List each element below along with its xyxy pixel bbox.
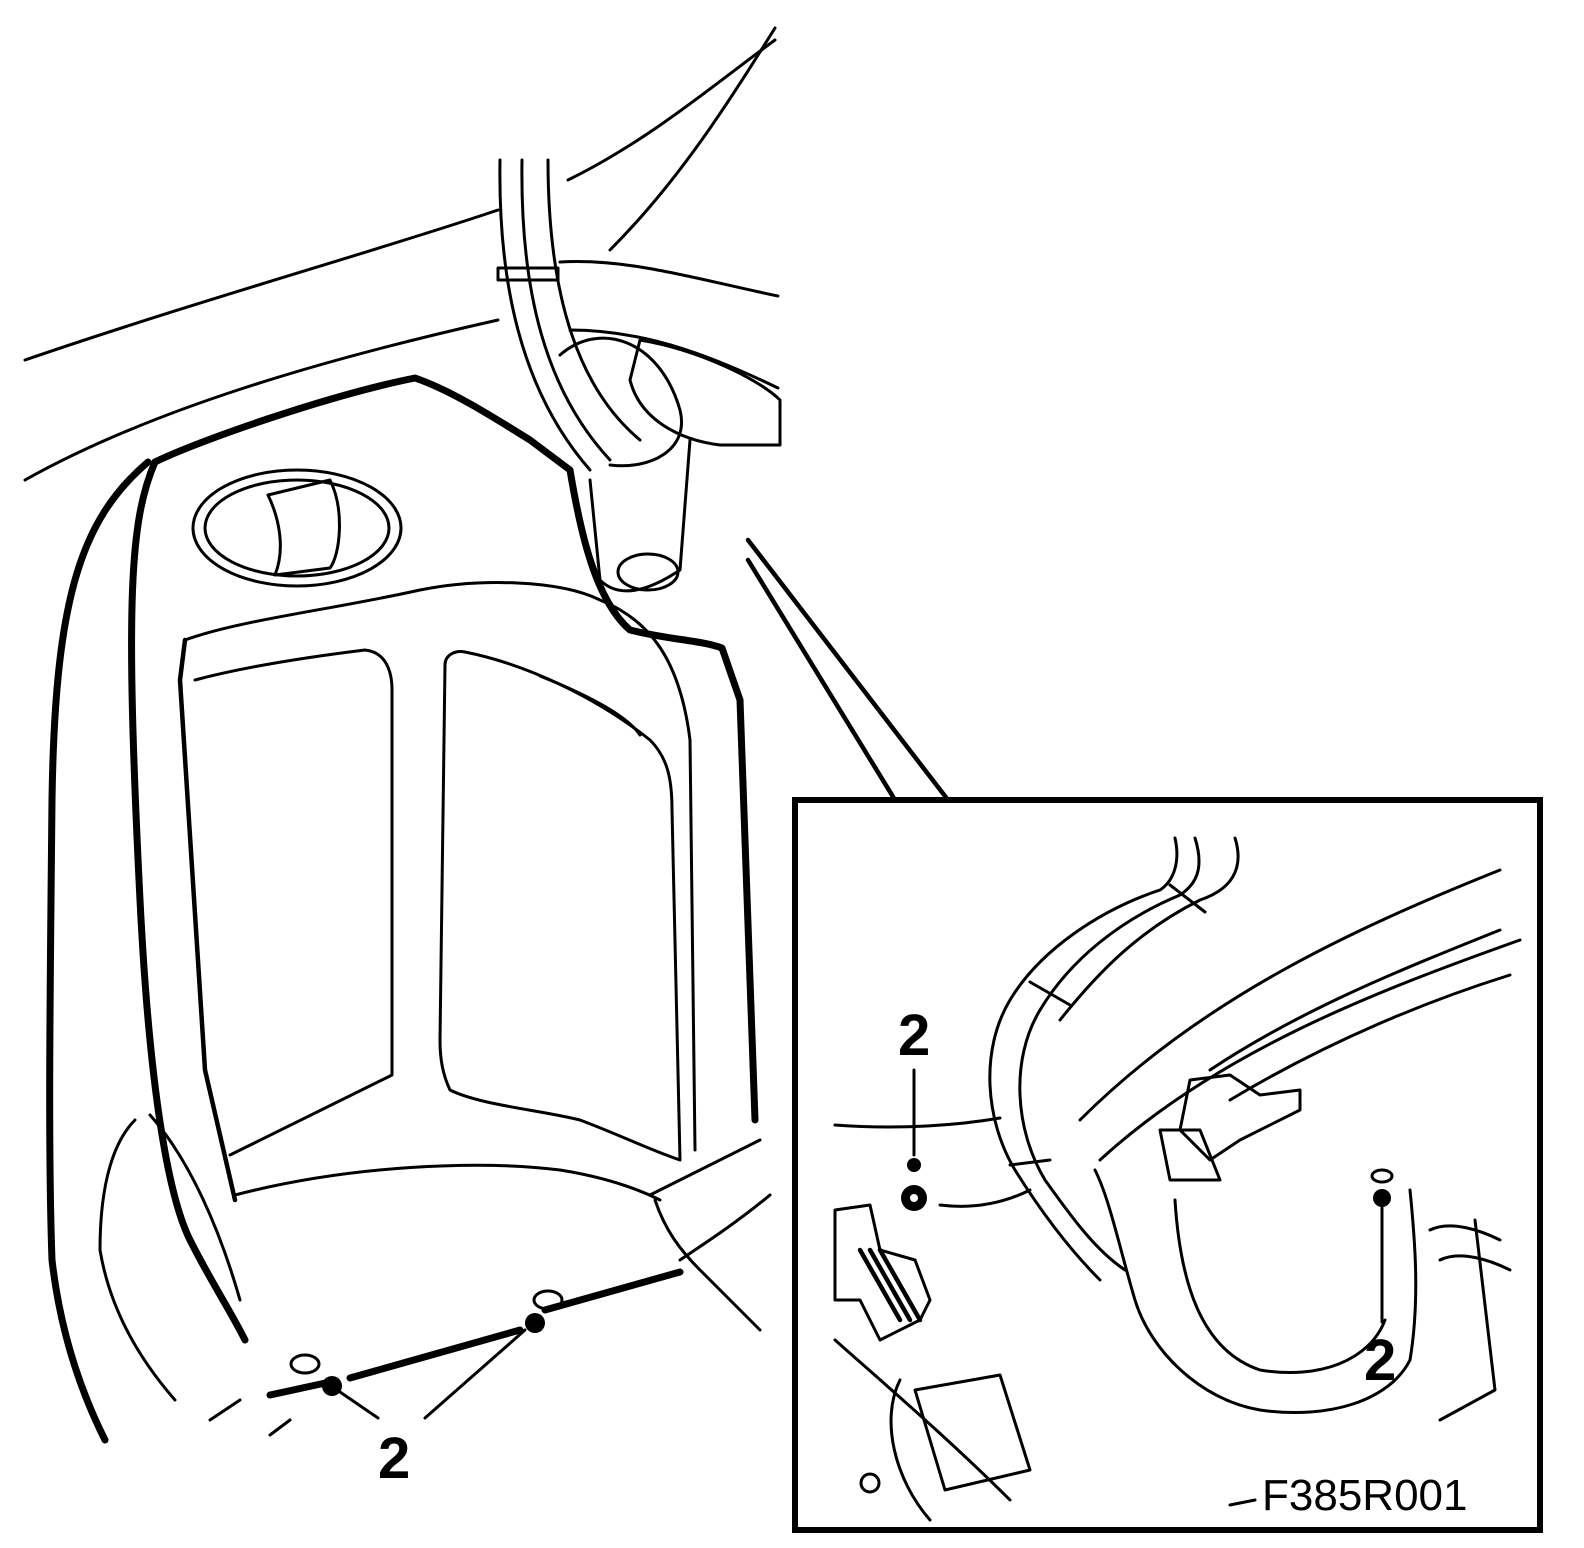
callout-inset-lower: 2 — [1364, 1328, 1396, 1393]
inset-harness-tie-2 — [1028, 980, 1072, 1007]
fastener-a — [322, 1376, 342, 1396]
inset-spring — [857, 1247, 923, 1323]
handle-recess — [191, 468, 403, 588]
inset-harness-1 — [988, 836, 1179, 1282]
inset-seat-inner — [1173, 1198, 1387, 1375]
inset-right-mechanism — [1428, 1218, 1512, 1422]
harness-strand-3 — [546, 158, 642, 442]
callout-main: 2 — [378, 1426, 410, 1491]
trim-bracket — [628, 338, 782, 447]
harness-tie — [496, 266, 560, 282]
inset-beam-bottom — [1098, 938, 1522, 1162]
inset-fastener-upper-ref — [907, 1158, 921, 1172]
inset-floor-contour — [833, 1338, 1012, 1522]
inset-hinge-detail — [1158, 1128, 1222, 1182]
inset-beam-inner — [1208, 928, 1512, 1102]
callout-inset-upper: 2 — [898, 1003, 930, 1068]
inner-frame — [183, 581, 697, 1152]
inset-fastener-upper-dot — [910, 1194, 918, 1202]
base-bracket — [648, 1138, 772, 1332]
inset-hinge — [1178, 1073, 1302, 1162]
floor-line — [208, 1398, 292, 1437]
inset-harness-tie-3 — [1008, 1158, 1052, 1167]
leader-line-a — [338, 1390, 380, 1420]
harness-strand-2 — [520, 158, 612, 462]
lower-panel-edge — [233, 1163, 662, 1202]
roof-contour-inner — [23, 318, 500, 482]
fastener-head-a — [289, 1353, 321, 1375]
zoom-line-lower — [745, 557, 898, 803]
inner-frame-left — [177, 637, 238, 1203]
inset-screw — [859, 1472, 881, 1494]
panel-left-edge — [128, 458, 249, 1344]
inset-view: 2 2 F385R001 — [792, 797, 1543, 1533]
inset-seat-back — [1093, 1168, 1418, 1414]
harness-loop — [558, 336, 683, 468]
inset-box — [913, 1373, 1032, 1492]
inset-upper-line — [833, 1116, 1002, 1129]
roof-contour-outer — [23, 208, 500, 362]
left-window — [193, 648, 394, 1157]
outer-left-contour — [46, 458, 152, 1444]
leader-line-b — [423, 1328, 527, 1420]
seat-contour — [98, 1113, 242, 1402]
figure-code-tick — [1228, 1498, 1257, 1507]
inset-fastener-lower-head — [1370, 1168, 1394, 1184]
inset-harness-tie-1 — [1168, 883, 1207, 914]
harness-strand-1 — [498, 158, 592, 472]
fastener-head-b — [532, 1289, 564, 1311]
recess-opening — [616, 552, 680, 592]
inset-beam-top — [1078, 868, 1502, 1122]
zoom-line-upper — [745, 537, 951, 803]
inset-harness-3 — [1058, 836, 1240, 1022]
right-window — [438, 650, 682, 1162]
base-lower-line — [266, 1268, 684, 1399]
pillar-top-line — [558, 260, 780, 298]
window-sweep — [538, 674, 642, 737]
panel-outline — [151, 374, 759, 1124]
figure-code: F385R001 — [1262, 1471, 1467, 1520]
fastener-b — [525, 1313, 545, 1333]
handle-recess-inner — [203, 478, 391, 578]
main-view: 2 — [23, 26, 951, 1491]
inset-fastener-lower — [1373, 1189, 1391, 1207]
inset-mechanism — [833, 1203, 932, 1342]
handle-grip — [266, 478, 341, 577]
roof-contour-upper — [566, 38, 777, 182]
inset-mount-line — [938, 1188, 1032, 1208]
roof-line — [608, 26, 777, 252]
